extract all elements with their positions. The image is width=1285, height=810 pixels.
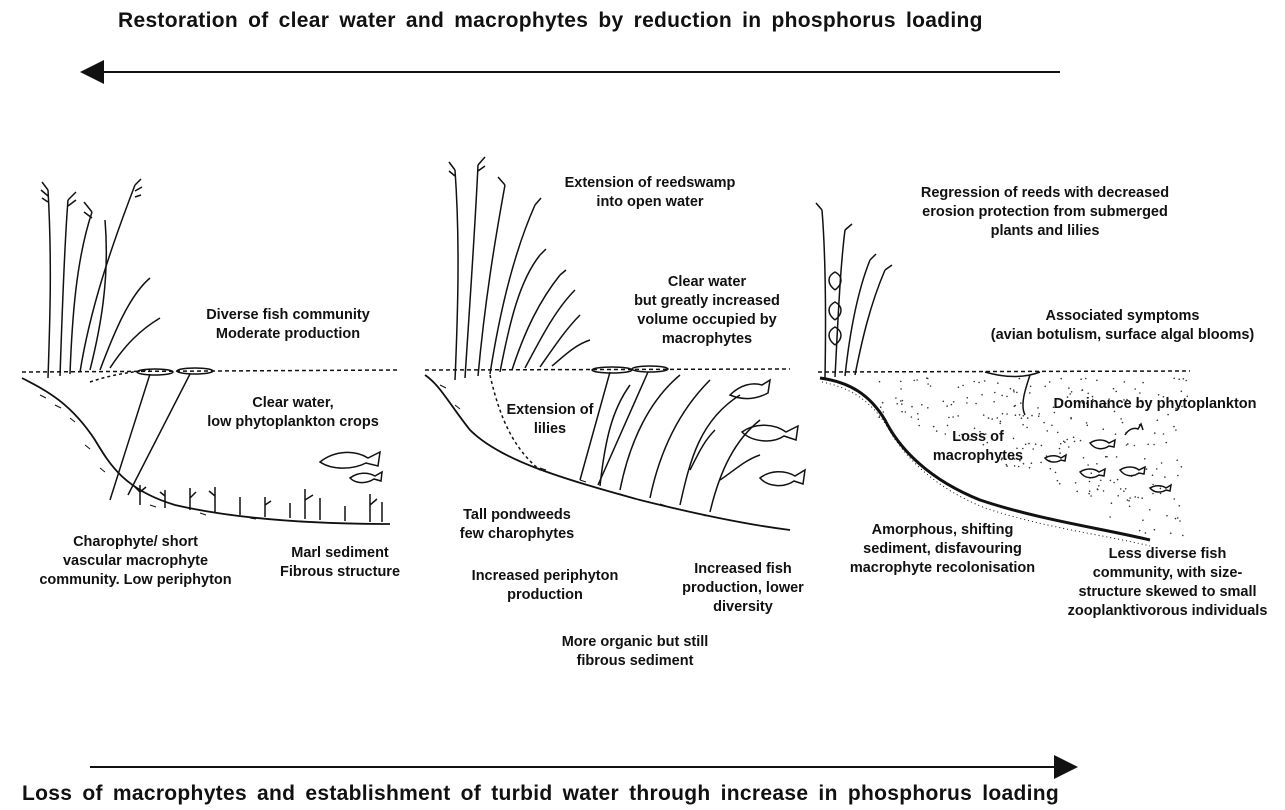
p2-periphyton-label: Increased periphyton production bbox=[450, 567, 640, 605]
p2-water-label: Clear water but greatly increased volume… bbox=[607, 273, 807, 349]
p2-pondweeds-label: Tall pondweeds few charophytes bbox=[442, 506, 592, 544]
panel-1-art bbox=[22, 179, 400, 524]
p3-loss-label: Loss of macrophytes bbox=[918, 428, 1038, 466]
p1-community-label: Charophyte/ short vascular macrophyte co… bbox=[8, 533, 263, 590]
water-surface-2 bbox=[425, 369, 790, 370]
p2-reed-label: Extension of reedswamp into open water bbox=[540, 174, 760, 212]
p2-lilies-label: Extension of lilies bbox=[500, 401, 600, 439]
p1-sediment-label: Marl sediment Fibrous structure bbox=[265, 544, 415, 582]
water-surface-3 bbox=[818, 371, 1190, 372]
p2-sediment-label: More organic but still fibrous sediment bbox=[525, 633, 745, 671]
p3-symptoms-label: Associated symptoms (avian botulism, sur… bbox=[965, 307, 1280, 345]
p2-fish-label: Increased fish production, lower diversi… bbox=[668, 560, 818, 617]
p1-fish-label: Diverse fish community Moderate producti… bbox=[188, 306, 388, 344]
top-arrow-head bbox=[80, 60, 104, 84]
p3-reeds-label: Regression of reeds with decreased erosi… bbox=[895, 184, 1195, 241]
panel-3-art bbox=[816, 203, 1190, 546]
bottom-arrow-head bbox=[1054, 755, 1078, 779]
p1-water-label: Clear water, low phytoplankton crops bbox=[188, 394, 398, 432]
p3-phyto-label: Dominance by phytoplankton bbox=[1035, 395, 1275, 414]
p3-sediment-label: Amorphous, shifting sediment, disfavouri… bbox=[835, 521, 1050, 578]
p3-fish-label: Less diverse fish community, with size- … bbox=[1050, 545, 1285, 621]
